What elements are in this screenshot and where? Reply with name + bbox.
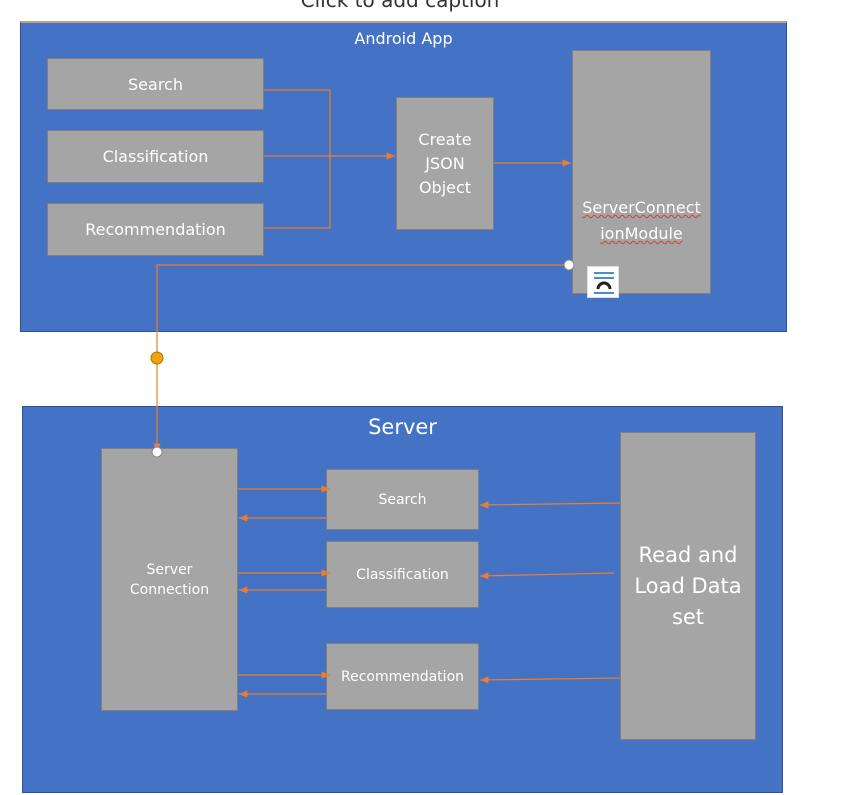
- create-json-box[interactable]: Create JSON Object: [396, 97, 494, 230]
- server-search-box[interactable]: Search: [326, 469, 479, 530]
- android-app-title: Android App: [354, 29, 453, 48]
- server-connection-box[interactable]: Server Connection: [101, 448, 238, 711]
- server-classification-box[interactable]: Classification: [326, 541, 479, 608]
- recommendation-box[interactable]: Recommendation: [47, 203, 264, 256]
- server-recommendation-box[interactable]: Recommendation: [326, 643, 479, 710]
- classification-box[interactable]: Classification: [47, 130, 264, 183]
- layout-options-icon[interactable]: [587, 266, 619, 298]
- read-load-dataset-box[interactable]: Read and Load Data set: [620, 432, 756, 740]
- search-box[interactable]: Search: [47, 58, 264, 110]
- module-label-2: ionModule: [600, 224, 683, 243]
- server-connection-module-box[interactable]: ServerConnect ionModule: [572, 50, 711, 294]
- connector-adjust-handle: [150, 351, 164, 365]
- caption-placeholder[interactable]: Click to add caption: [300, 0, 500, 12]
- module-label-1: ServerConnect: [582, 198, 701, 217]
